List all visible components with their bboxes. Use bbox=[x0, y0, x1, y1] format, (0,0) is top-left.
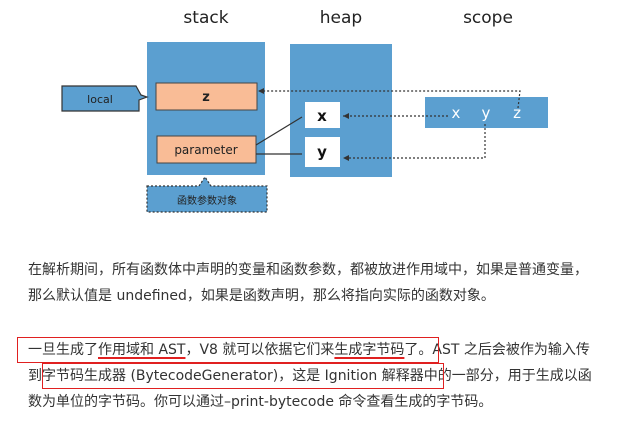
underlined-generate-bytecode: 生成字节码 bbox=[334, 342, 405, 358]
heap-y-label: y bbox=[317, 143, 327, 161]
highlight-box-1 bbox=[17, 337, 439, 363]
paragraph-2-line-2: 到字节码生成器 (BytecodeGenerator)，这是 Ignition … bbox=[28, 368, 592, 384]
scope-title: scope bbox=[463, 8, 513, 28]
memory-diagram: stack heap scope z parameter x y x y z l… bbox=[61, 8, 548, 213]
stack-z-label: z bbox=[202, 90, 210, 105]
text: 了。AST 之后会被作为输入传 bbox=[404, 342, 590, 358]
heap-title: heap bbox=[320, 8, 362, 28]
paragraph-2: 一旦生成了作用域和 AST，V8 就可以依据它们来生成字节码了。AST 之后会被… bbox=[28, 337, 592, 415]
paragraph-1: 在解析期间，所有函数体中声明的变量和函数参数，都被放进作用域中，如果是普通变量，… bbox=[28, 257, 588, 309]
scope-z: z bbox=[513, 104, 521, 122]
highlight-box-2 bbox=[42, 363, 444, 389]
paragraph-2-line-3: 数为单位的字节码。你可以通过–print-bytecode 命令查看生成的字节码… bbox=[28, 394, 493, 410]
arguments-callout bbox=[146, 175, 268, 213]
heap-x bbox=[305, 102, 340, 128]
local-callout bbox=[61, 85, 149, 112]
local-label: local bbox=[87, 93, 113, 106]
text: ，V8 就可以依据它们来 bbox=[185, 342, 335, 358]
paragraph-2-line-1: 一旦生成了作用域和 AST，V8 就可以依据它们来生成字节码了。AST 之后会被… bbox=[28, 337, 592, 363]
stack-parameter-label: parameter bbox=[174, 143, 237, 157]
scope-x: x bbox=[452, 104, 461, 122]
scope-pointers bbox=[258, 90, 521, 159]
paragraph-1-line-1: 在解析期间，所有函数体中声明的变量和函数参数，都被放进作用域中，如果是普通变量， bbox=[28, 262, 588, 278]
stack-title: stack bbox=[183, 8, 228, 28]
parameter-to-x-line bbox=[255, 116, 303, 146]
stack-parameter bbox=[156, 135, 257, 164]
underlined-scope-ast: 作用域和 AST bbox=[98, 342, 186, 358]
heap-x-label: x bbox=[317, 107, 327, 125]
arrowheads bbox=[258, 88, 349, 161]
text: 一旦生成了 bbox=[28, 342, 98, 358]
paragraph-1-line-2: 那么默认值是 undefined，如果是函数声明，那么将指向实际的函数对象。 bbox=[28, 288, 495, 304]
stack-z bbox=[155, 82, 258, 111]
scope-y: y bbox=[482, 104, 491, 122]
scope-box bbox=[425, 97, 548, 128]
arguments-label: 函数参数对象 bbox=[177, 194, 237, 207]
heap-y bbox=[305, 137, 340, 167]
